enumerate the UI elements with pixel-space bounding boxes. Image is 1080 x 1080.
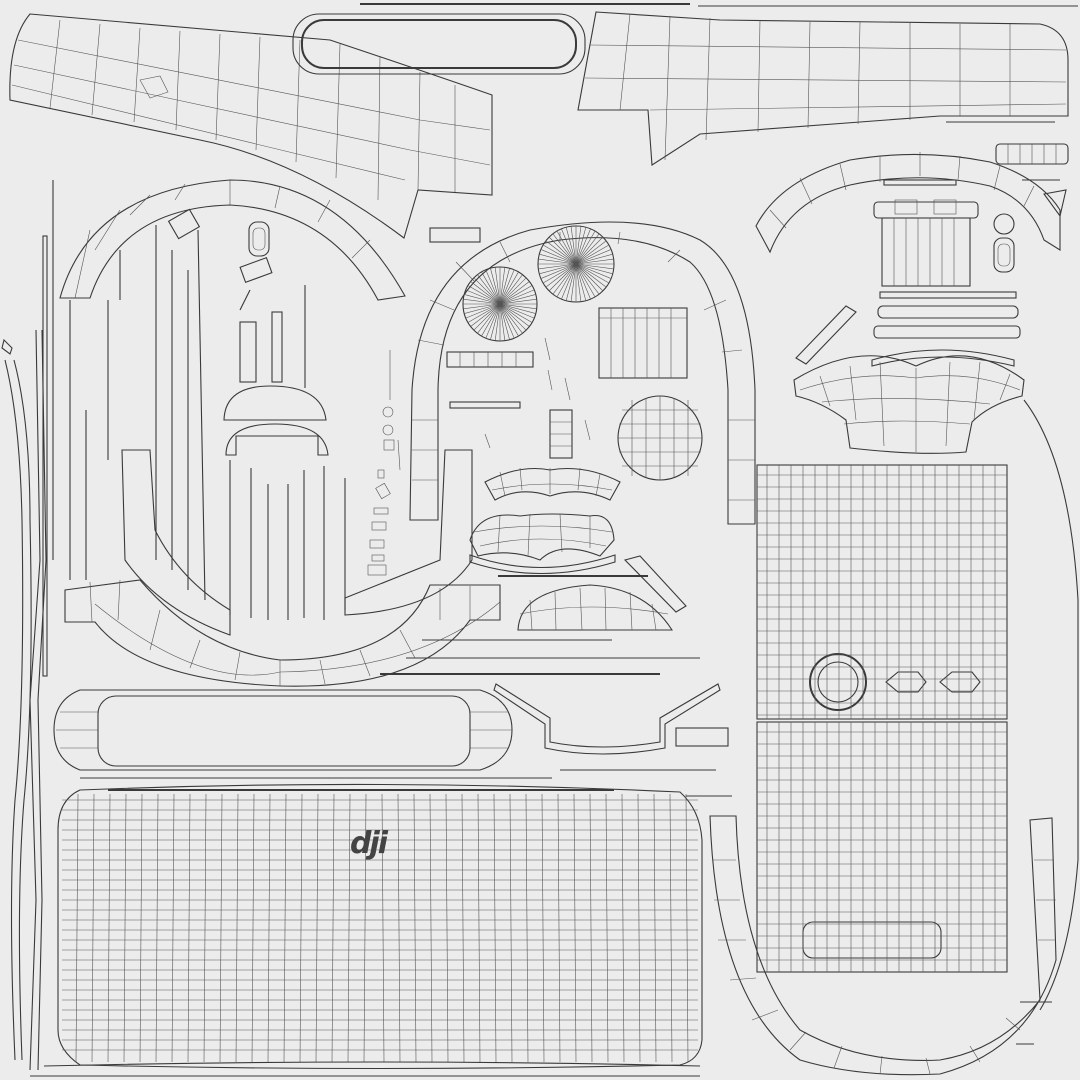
uv-island-top-shell-grid	[57, 783, 703, 1070]
uv-small-parts-left	[119, 208, 401, 620]
uv-island-mid-pill	[53, 689, 614, 791]
uv-island-right-lower-grid	[756, 721, 1008, 973]
uv-bottom-strips	[30, 1061, 701, 1077]
uv-island-right-arch	[755, 143, 1069, 454]
uv-radial-discs	[462, 225, 703, 481]
uv-thin-strips-left	[1, 180, 109, 1071]
uv-island-arm-right	[577, 5, 1078, 166]
uv-island-left-ring	[59, 179, 501, 687]
uv-island-bowl	[493, 683, 729, 771]
uv-island-right-upper-grid	[756, 464, 1008, 720]
uv-island-top-pill	[292, 3, 690, 75]
brand-logo: dji	[350, 826, 388, 861]
uv-island-center-arch	[409, 221, 756, 525]
uv-island-arm-left	[9, 13, 493, 239]
uv-small-parts-center	[380, 307, 700, 675]
uv-island-right-edge-strip	[686, 399, 1079, 1076]
